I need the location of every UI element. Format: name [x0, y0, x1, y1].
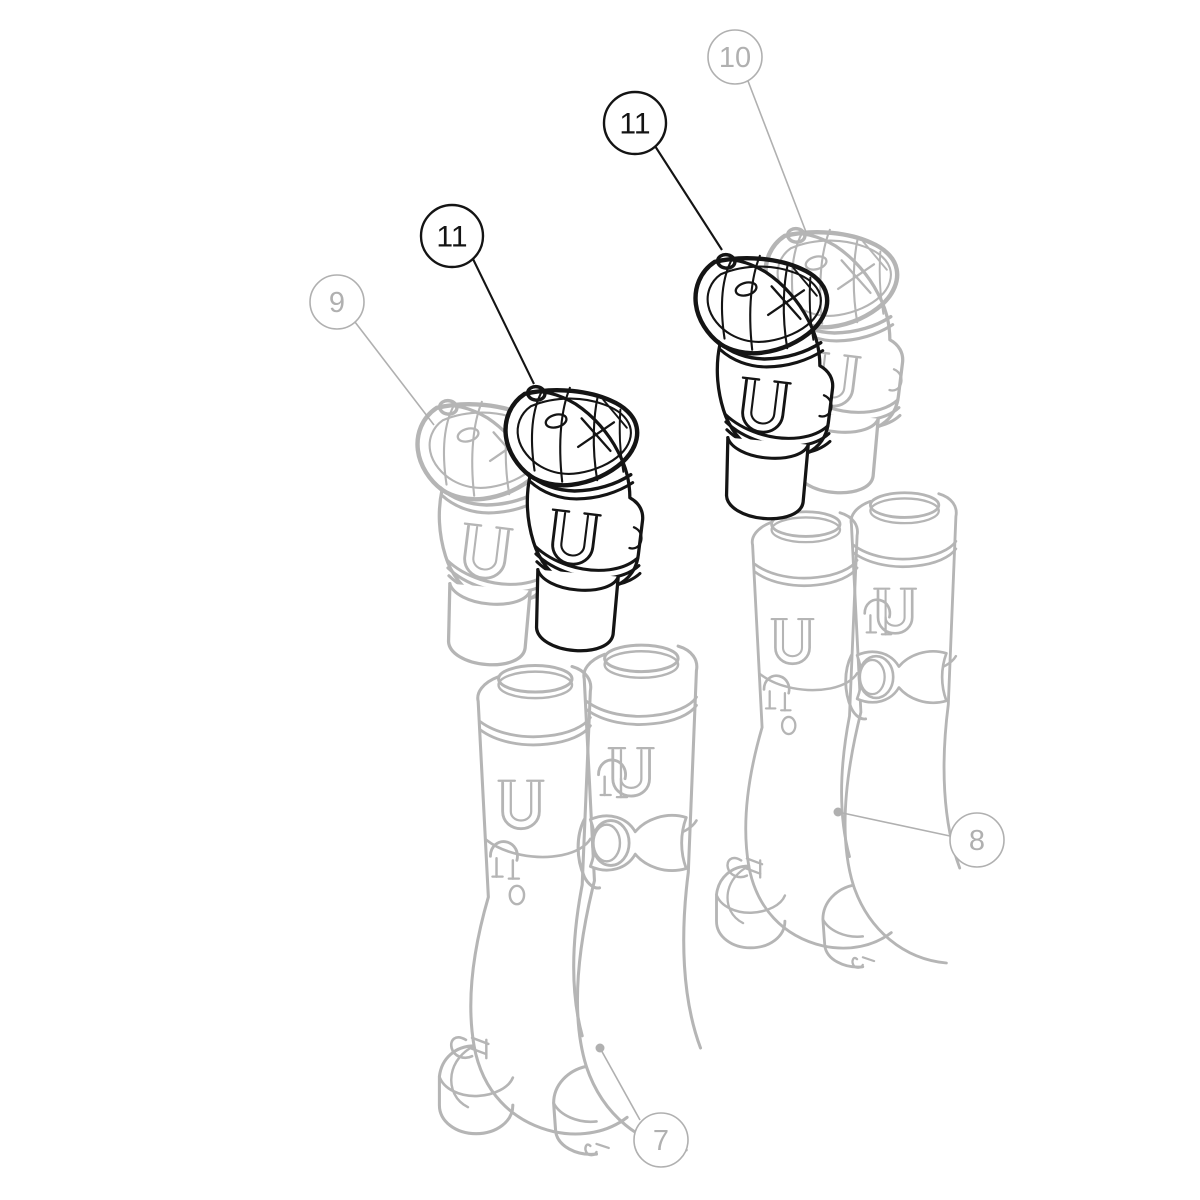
callout-number-9: 9 — [329, 287, 345, 319]
callout-bubble-9[interactable]: 9 — [309, 274, 365, 330]
callout-number-11-left: 11 — [436, 221, 467, 254]
callout-number-7: 7 — [653, 1125, 669, 1157]
leader-line-8 — [837, 811, 951, 837]
callout-number-10: 10 — [719, 42, 751, 74]
callout-bubble-7[interactable]: 7 — [633, 1112, 689, 1168]
leader-line-11-left — [472, 258, 535, 385]
part-lower-right-twin-pipe-assembly[interactable] — [715, 491, 962, 970]
leader-line-7 — [599, 1047, 641, 1121]
callout-leaders — [354, 80, 951, 1121]
callout-circle-10[interactable] — [707, 29, 763, 85]
callout-circle-11-right[interactable] — [602, 90, 668, 156]
part-lower-left-twin-pipe-assembly[interactable] — [437, 643, 703, 1157]
callout-bubble-11-left[interactable]: 11 — [419, 203, 485, 269]
callout-circle-11-left[interactable] — [419, 203, 485, 269]
callout-circle-9[interactable] — [309, 274, 365, 330]
callout-circle-8[interactable] — [949, 812, 1005, 868]
callout-bubble-11-right[interactable]: 11 — [602, 90, 668, 156]
callout-number-8: 8 — [969, 825, 985, 857]
callout-circle-7[interactable] — [633, 1112, 689, 1168]
callout-bubble-8[interactable]: 8 — [949, 812, 1005, 868]
leader-anchor-7 — [595, 1043, 605, 1053]
leader-line-11-right — [654, 145, 723, 251]
leader-line-9 — [354, 321, 435, 426]
leader-anchor-8 — [833, 807, 843, 817]
leader-line-10 — [747, 80, 807, 233]
callout-bubble-10[interactable]: 10 — [707, 29, 763, 85]
callout-number-11-right: 11 — [619, 108, 650, 141]
